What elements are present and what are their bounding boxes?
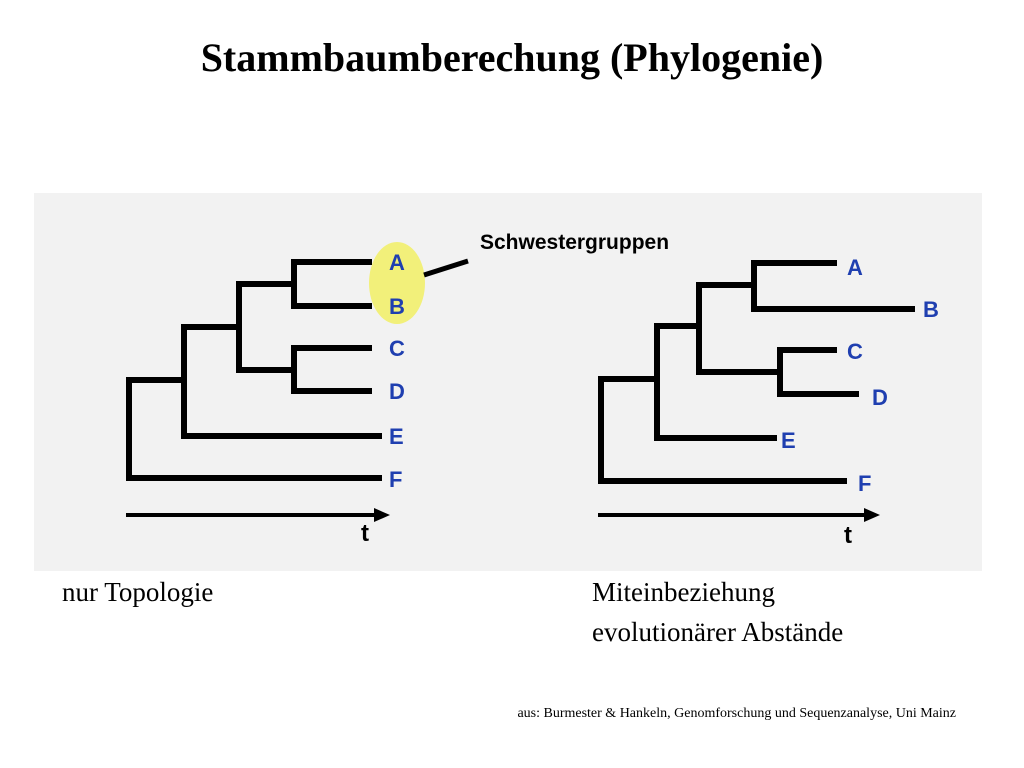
caption-distances: Miteinbeziehung evolutionärer Abstände <box>592 572 843 652</box>
right-tree <box>598 260 915 484</box>
source-citation: aus: Burmester & Hankeln, Genomforschung… <box>517 706 956 721</box>
right-leaf-label-b: B <box>923 297 939 322</box>
left-tree <box>126 242 425 481</box>
annotation-pointer-line <box>423 258 469 278</box>
right-time-axis-arrowhead <box>864 508 880 522</box>
caption-topology-text: nur Topologie <box>62 577 214 607</box>
caption-distances-line2: evolutionärer Abstände <box>592 617 844 647</box>
caption-distances-line1: Miteinbeziehung <box>592 577 775 607</box>
left-leaf-label-e: E <box>389 424 404 449</box>
slide-title: Stammbaumberechung (Phylogenie) <box>200 35 824 80</box>
sister-group-highlight <box>369 242 425 324</box>
sister-group-annotation: Schwestergruppen <box>480 231 669 254</box>
phylogeny-figure: A B C D E F A B C D E F Schwestergruppen… <box>34 193 982 571</box>
phylogeny-diagram: A B C D E F A B C D E F Schwestergruppen… <box>126 231 939 549</box>
left-leaf-label-c: C <box>389 336 405 361</box>
left-time-axis-arrowhead <box>374 508 390 522</box>
right-leaf-label-d: D <box>872 385 888 410</box>
left-leaf-label-f: F <box>389 467 402 492</box>
left-leaf-label-d: D <box>389 379 405 404</box>
right-leaf-label-e: E <box>781 428 796 453</box>
right-leaf-label-c: C <box>847 339 863 364</box>
right-leaf-label-a: A <box>847 255 863 280</box>
right-axis-label: t <box>844 522 852 549</box>
left-axis-label: t <box>361 520 369 547</box>
left-leaf-label-a: A <box>389 250 405 275</box>
right-leaf-label-f: F <box>858 471 871 496</box>
left-leaf-label-b: B <box>389 294 405 319</box>
caption-topology: nur Topologie <box>62 572 213 612</box>
